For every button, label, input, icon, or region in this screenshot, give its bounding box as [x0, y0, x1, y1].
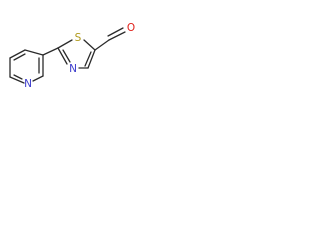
pyridine-bond-n-c5: [9, 76, 25, 84]
aldehyde-bond-c5-cho: [94, 39, 110, 51]
sulfur-label: S: [75, 32, 82, 44]
thiazole-nitrogen-label: N: [69, 63, 77, 75]
pyridine-bond-c2-c3: [24, 49, 44, 56]
aldehyde-group: [94, 27, 126, 51]
atom-label-oxygen: O: [127, 22, 135, 34]
thiazole-bond-s-c5: [83, 39, 96, 51]
molecule-drawing: S N O N: [9, 22, 135, 90]
pyridine-bond-c1-c2: [9, 49, 26, 59]
thiazole-bond-c2-s: [57, 39, 73, 49]
pyridine-double-bond-1: [13, 53, 26, 61]
atom-label-sulfur: S: [75, 32, 82, 44]
aldehyde-single-bond: [108, 31, 126, 41]
thiazole-bond-c5-c4: [87, 49, 96, 69]
atom-label-thiazole-nitrogen: N: [69, 63, 77, 75]
thiazole-bond-n-c2: [57, 47, 68, 65]
pyridine-double-bond-3: [13, 74, 23, 80]
thiazole-ring: [57, 39, 96, 69]
thiazole-double-bond-c2-n: [62, 49, 71, 63]
oxygen-label: O: [127, 22, 135, 34]
structure-diagram: S N O N: [0, 0, 188, 111]
pyridine-nitrogen-label: N: [24, 78, 32, 90]
thiazole-double-bond-c4-c5: [84, 51, 92, 67]
pyridine-bond-c4-n: [32, 75, 44, 82]
atom-label-pyridine-nitrogen: N: [24, 78, 32, 90]
biaryl-bond: [42, 47, 59, 56]
aldehyde-double-bond: [107, 27, 124, 37]
pyridine-ring: [9, 49, 44, 84]
